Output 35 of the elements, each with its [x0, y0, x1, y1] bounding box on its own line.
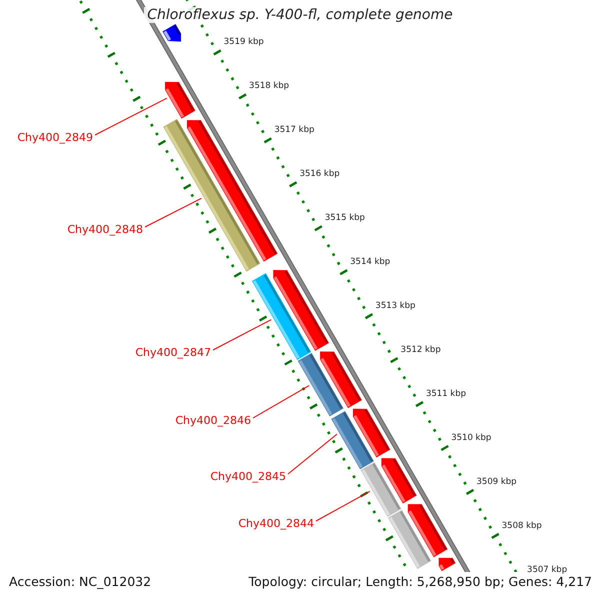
- gene-feature: [320, 352, 362, 408]
- gene-label: Chy400_2847: [135, 346, 211, 358]
- position-label: 3516 kbp: [300, 169, 340, 180]
- leader-line: [252, 385, 310, 418]
- leader-line: [288, 434, 338, 474]
- gene-feature: [273, 270, 329, 351]
- gene-feature: [408, 504, 448, 558]
- position-label: 3508 kbp: [502, 520, 542, 532]
- gene-label: Chy400_2845: [210, 470, 286, 482]
- gene-feature: [165, 82, 196, 119]
- position-label: 3515 kbp: [324, 213, 365, 224]
- position-label: 3517 kbp: [274, 125, 314, 136]
- position-label: 3511 kbp: [426, 389, 466, 400]
- gene-label: Chy400_2849: [17, 130, 93, 144]
- leader-line: [212, 319, 272, 350]
- genome-summary-text: Topology: circular; Length: 5,268,950 bp; Genes: 4,217: [248, 574, 592, 590]
- position-label: 3510 kbp: [451, 433, 492, 444]
- accession-text: Accession: NC_012032: [9, 574, 152, 590]
- position-label: 3518 kbp: [249, 81, 290, 92]
- leader-line: [94, 98, 168, 136]
- gene-label: Chy400_2844: [238, 516, 314, 530]
- position-label: 3513 kbp: [375, 301, 416, 312]
- position-label: 3512 kbp: [400, 345, 441, 356]
- gene-label: Chy400_2848: [67, 222, 143, 236]
- gene-feature: [381, 458, 417, 504]
- position-label: 3519 kbp: [224, 37, 264, 48]
- leader-line: [144, 198, 202, 228]
- gene-label: Chy400_2846: [175, 414, 251, 426]
- position-label: 3509 kbp: [476, 476, 517, 488]
- position-label: 3507 kbp: [527, 564, 568, 576]
- gene-feature: [352, 408, 390, 458]
- gene-feature: [438, 558, 456, 572]
- position-label: 3514 kbp: [350, 257, 390, 268]
- gene-feature: [162, 24, 182, 42]
- leader-line: [316, 490, 370, 522]
